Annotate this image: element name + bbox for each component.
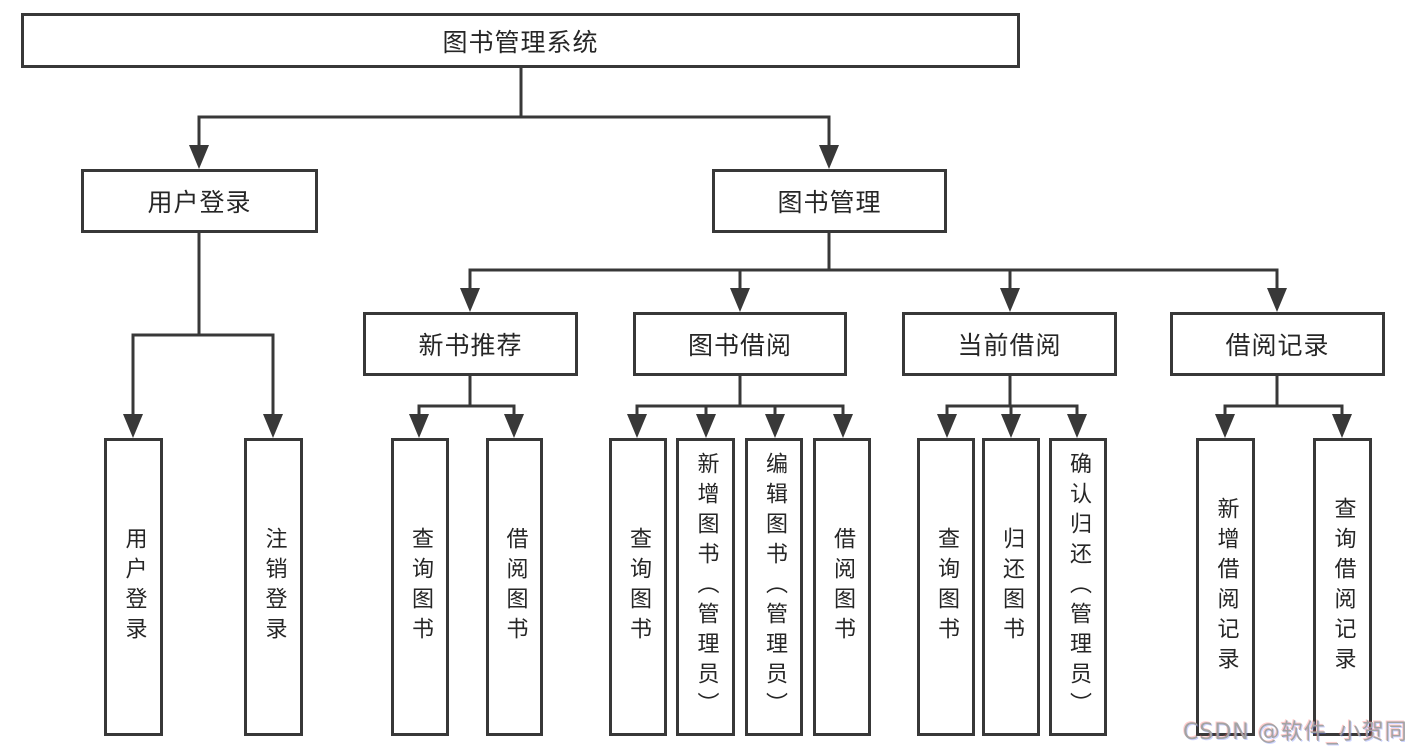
node-current-borrow: 当前借阅 <box>902 312 1117 376</box>
leaf-add-borrow-record: 新增借阅记录 <box>1196 438 1255 736</box>
leaf-borrow-books: 借阅图书 <box>486 438 543 736</box>
leaf-query-borrow-record: 查询借阅记录 <box>1313 438 1372 736</box>
edge-manage-to-level3 <box>468 231 1279 293</box>
node-book-management: 图书管理 <box>712 169 947 233</box>
leaf-query-books: 查询图书 <box>391 438 449 736</box>
edge-login-to-leaves <box>131 231 275 420</box>
node-root-library-system: 图书管理系统 <box>21 13 1020 68</box>
leaf-query-books: 查询图书 <box>609 438 667 736</box>
arrowheads-recommend-leaves <box>409 414 524 438</box>
edge-borrow-to-leaves <box>635 374 845 420</box>
node-book-borrow: 图书借阅 <box>633 312 847 376</box>
leaf-confirm-return-admin: 确认归还（管理员） <box>1049 438 1107 736</box>
leaf-borrow-books: 借阅图书 <box>813 438 871 736</box>
arrowheads-level3 <box>460 288 1287 312</box>
arrowheads-level2 <box>189 145 839 169</box>
leaf-user-login: 用户登录 <box>104 438 163 736</box>
leaf-logout: 注销登录 <box>244 438 303 736</box>
csdn-watermark: CSDN @软件_小贺同学 <box>1183 720 1405 745</box>
node-new-book-recommend: 新书推荐 <box>363 312 578 376</box>
arrowheads-borrow-leaves <box>627 414 853 438</box>
node-user-login: 用户登录 <box>81 169 318 233</box>
leaf-edit-book-admin: 编辑图书（管理员） <box>745 438 803 736</box>
arrowheads-login-leaves <box>123 414 283 438</box>
edge-current-to-leaves <box>945 374 1079 420</box>
node-borrow-records: 借阅记录 <box>1170 312 1385 376</box>
leaf-query-books: 查询图书 <box>917 438 975 736</box>
arrowheads-current-leaves <box>937 414 1087 438</box>
edge-records-to-leaves <box>1223 374 1344 420</box>
arrowheads-records-leaves <box>1215 414 1352 438</box>
edge-root-to-level2 <box>197 66 831 149</box>
edge-recommend-to-leaves <box>417 374 516 420</box>
leaf-return-books: 归还图书 <box>982 438 1040 736</box>
leaf-add-book-admin: 新增图书（管理员） <box>676 438 735 736</box>
